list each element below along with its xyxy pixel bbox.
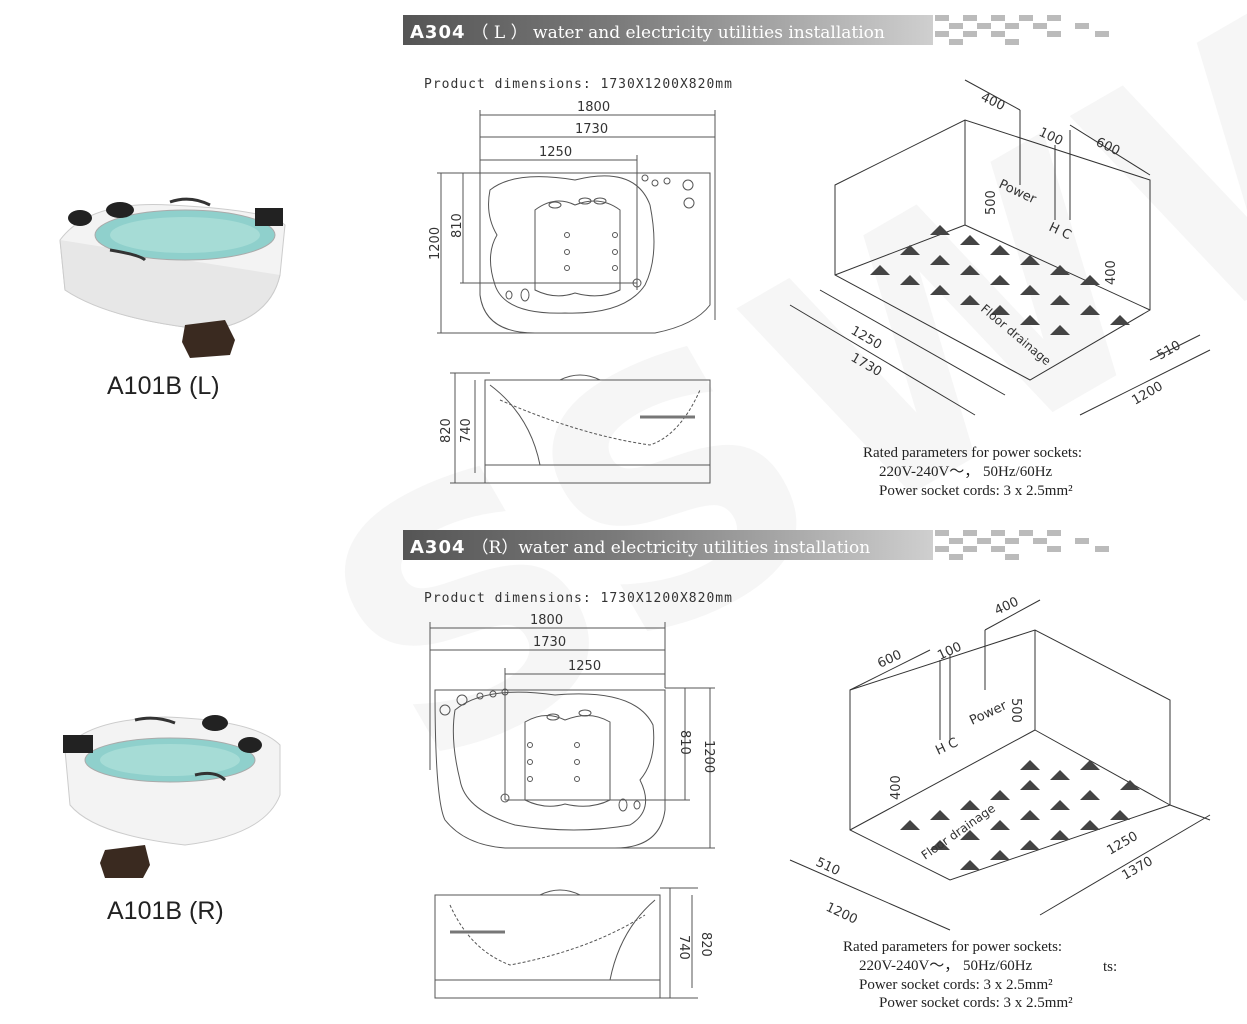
dim-1370: 1370 [1120, 854, 1156, 884]
top-view-drawing: 1800 1730 1250 1200 810 [428, 100, 716, 334]
dim-1730: 1730 [533, 635, 566, 650]
rated-line-3: Power socket cords: 3 x 2.5mm² [859, 977, 1053, 993]
top-view-drawing: 1800 1730 1250 810 1200 [429, 613, 716, 849]
power-label: Power [967, 698, 1010, 728]
rated-line-2: 220V-240V～， 50Hz/60Hz [879, 464, 1053, 480]
model-code: A304 [410, 22, 466, 43]
dim-1730: 1730 [848, 350, 884, 380]
rated-line-3-duplicate: Power socket cords: 3 x 2.5mm² [879, 995, 1073, 1011]
dim-400-lower: 400 [1104, 260, 1119, 285]
model-label: A101B (R) [107, 897, 224, 925]
dim-810: 810 [450, 213, 465, 238]
hot-cold-label: H C [933, 735, 960, 758]
rated-stray-text: ts: [1103, 959, 1118, 975]
checker-pattern [935, 530, 1109, 560]
hand-indicator: （R） [471, 538, 519, 558]
floor-drainage-label: Floor drainage [919, 801, 998, 862]
side-view-drawing: 740 820 [434, 887, 713, 999]
dim-100: 100 [1036, 125, 1065, 149]
product-dimensions: Product dimensions: 1730X1200X820mm [424, 77, 733, 92]
dim-1250: 1250 [568, 659, 601, 674]
model-code: A304 [410, 537, 466, 558]
dim-740: 740 [459, 418, 474, 443]
installation-diagram: 400 100 600 500 Power H C 400 Floor drai… [789, 79, 1211, 416]
product-dimensions: Product dimensions: 1730X1200X820mm [424, 591, 733, 606]
dim-1200: 1200 [701, 740, 716, 773]
dim-1250: 1250 [848, 323, 884, 353]
dim-820: 820 [698, 932, 713, 957]
rated-line-1: Rated parameters for power sockets: [843, 939, 1063, 955]
section-header-bar [403, 530, 933, 560]
dim-510: 510 [813, 855, 842, 879]
dim-1800: 1800 [530, 613, 563, 628]
bathtub-photo-left [59, 197, 286, 358]
dim-1730: 1730 [575, 122, 608, 137]
dim-600: 600 [1093, 135, 1122, 159]
dim-1250: 1250 [1105, 829, 1141, 859]
installation-diagram: 600 100 400 Power 500 H C 400 Floor drai… [789, 595, 1211, 931]
dim-400-lower: 400 [889, 775, 904, 800]
section-header-title: A304（ L ） water and electricity utilitie… [410, 18, 885, 43]
bathtub-photo-right [63, 715, 281, 878]
rated-line-3: Power socket cords: 3 x 2.5mm² [879, 483, 1073, 499]
dim-740: 740 [676, 935, 691, 960]
hand-indicator: （ L ） [471, 23, 528, 43]
power-label: Power [996, 177, 1039, 207]
dim-400: 400 [992, 595, 1021, 619]
rated-line-1: Rated parameters for power sockets: [863, 445, 1083, 461]
side-view-drawing: 820 740 [439, 372, 711, 484]
section-header-title: A304（R）water and electricity utilities i… [410, 533, 870, 558]
model-label: A101B (L) [107, 372, 220, 400]
dim-1200: 1200 [823, 900, 859, 928]
dim-500: 500 [984, 190, 999, 215]
hot-cold-label: H C [1046, 220, 1073, 243]
rated-parameters: Rated parameters for power sockets: 220V… [863, 444, 1082, 501]
header-subtitle: water and electricity utilities installa… [518, 538, 871, 558]
dim-1200: 1200 [428, 227, 443, 260]
header-subtitle: water and electricity utilities installa… [533, 23, 885, 43]
dim-820: 820 [439, 418, 454, 443]
section-header-bar [403, 15, 933, 45]
rated-line-2: 220V-240V～， 50Hz/60Hz [859, 958, 1033, 974]
dim-400: 400 [978, 90, 1007, 114]
dim-810: 810 [677, 730, 692, 755]
dim-1800: 1800 [577, 100, 610, 115]
rated-parameters: Rated parameters for power sockets: 220V… [843, 938, 1062, 995]
dim-1200: 1200 [1130, 379, 1166, 409]
checker-pattern [935, 15, 1109, 45]
dim-1250: 1250 [539, 145, 572, 160]
dim-500: 500 [1008, 698, 1023, 723]
dim-600: 600 [875, 648, 904, 672]
dim-510: 510 [1155, 338, 1184, 363]
